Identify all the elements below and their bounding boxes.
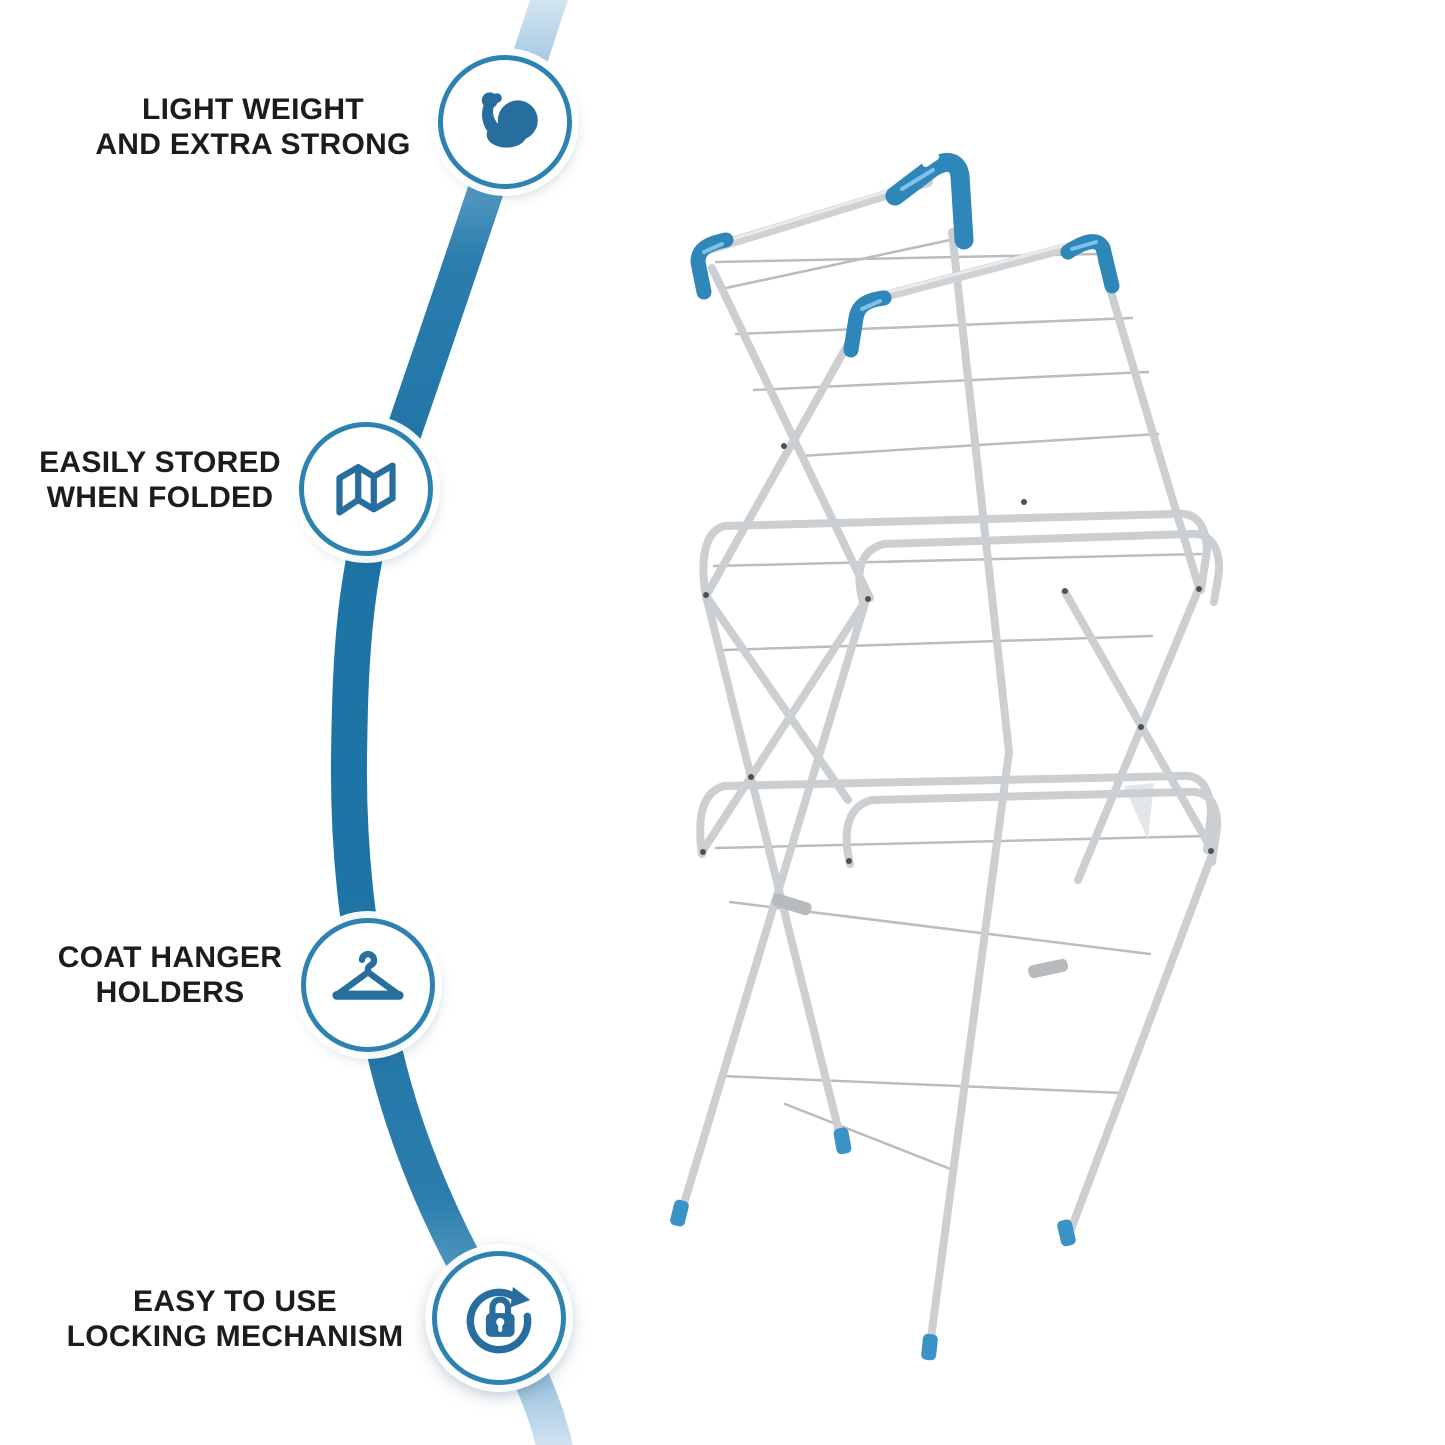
feature-badge-foldable xyxy=(299,422,433,556)
feature-label-line: EASILY STORED xyxy=(39,446,281,479)
pivot-bolts xyxy=(700,443,1214,864)
feature-label-line: LOCKING MECHANISM xyxy=(66,1320,404,1353)
feature-label-line: AND EXTRA STRONG xyxy=(95,128,411,161)
fold-panels-icon xyxy=(336,462,396,516)
feature-label-line: LIGHT WEIGHT xyxy=(142,93,364,126)
rack-legs xyxy=(675,228,1217,1357)
blue-feet xyxy=(670,1127,1076,1361)
cap-highlights xyxy=(702,168,1098,311)
lock-rotate-icon xyxy=(466,1286,532,1354)
feature-badge-locking xyxy=(432,1251,566,1385)
feature-label-lightweight: LIGHT WEIGHT AND EXTRA STRONG xyxy=(63,92,443,162)
feature-badge-lightweight xyxy=(438,55,572,189)
feature-label-foldable: EASILY STORED WHEN FOLDED xyxy=(0,445,330,515)
feature-label-line: EASY TO USE xyxy=(133,1285,337,1318)
drying-rack xyxy=(670,153,1224,1361)
feature-label-line: WHEN FOLDED xyxy=(46,481,274,514)
feature-label-line: HOLDERS xyxy=(95,976,245,1009)
tier-wings xyxy=(696,509,1224,868)
curved-band xyxy=(330,0,573,1445)
feature-badge-hanger-holders xyxy=(301,918,435,1052)
locking-clips xyxy=(772,893,1069,979)
coat-hanger-icon xyxy=(332,950,404,1000)
feature-label-locking: EASY TO USE LOCKING MECHANISM xyxy=(15,1284,455,1354)
feature-label-line: COAT HANGER xyxy=(57,941,283,974)
feature-label-hanger-holders: COAT HANGER HOLDERS xyxy=(0,940,340,1010)
muscle-arm-icon xyxy=(481,92,538,148)
cap-hook-slot xyxy=(922,153,940,167)
